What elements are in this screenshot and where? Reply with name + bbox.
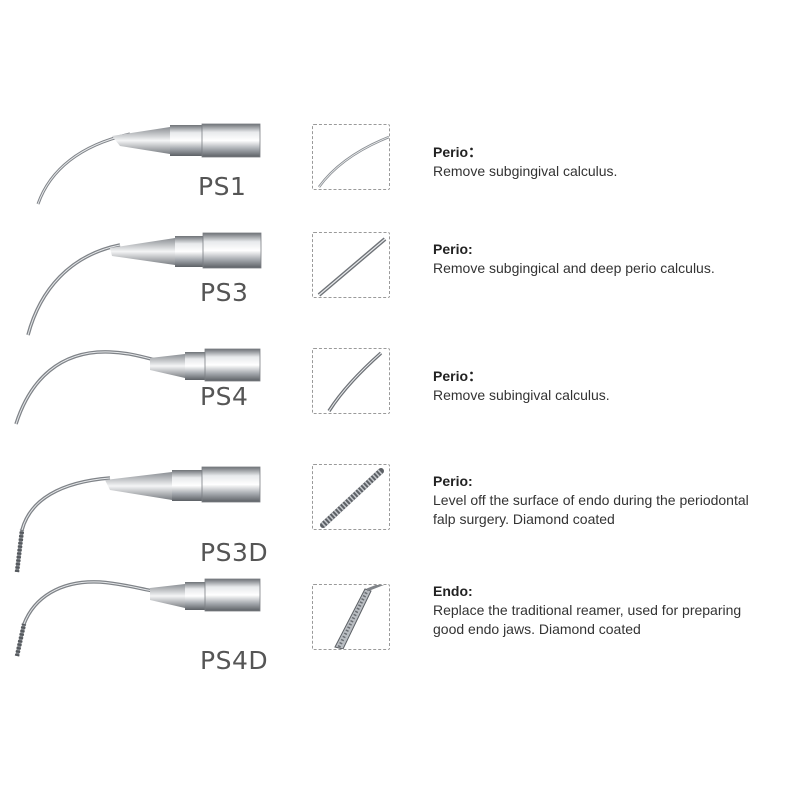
ps3-detail-icon: [317, 237, 387, 297]
tip-row-ps4: PS4 Perio： Remove subingival calculus.: [0, 340, 800, 450]
tip-row-ps1: PS1 Perio： Remove subgingival calculus.: [0, 110, 800, 220]
ps4d-detail-icon: [334, 585, 384, 649]
ps1-description: Perio： Remove subgingival calculus.: [433, 143, 763, 181]
ps3d-detail-view: [312, 464, 390, 530]
ps1-description-text: Remove subgingival calculus.: [433, 163, 618, 179]
ps3d-description: Perio: Level off the surface of endo dur…: [433, 472, 763, 529]
tip-row-ps4d: PS4D Endo: Replace the traditional reame…: [0, 570, 800, 680]
tip-code-ps3: PS3: [200, 278, 249, 307]
ps3d-tip-image: [14, 466, 261, 573]
ps3d-description-text: Level off the surface of endo during the…: [433, 492, 749, 527]
ps4d-detail-view: [312, 584, 390, 650]
ps4-description: Perio： Remove subingival calculus.: [433, 367, 763, 405]
ps4d-description-text: Replace the traditional reamer, used for…: [433, 602, 742, 637]
ps4d-category: Endo:: [433, 583, 473, 599]
ps3d-category: Perio:: [433, 473, 473, 489]
ps3-description-text: Remove subgingical and deep perio calcul…: [433, 260, 715, 276]
ps4d-tip-image: [14, 578, 261, 657]
ps4d-description: Endo: Replace the traditional reamer, us…: [433, 582, 763, 639]
ps3d-detail-icon: [320, 468, 384, 528]
ps1-detail-icon: [317, 135, 389, 188]
ps3-category: Perio:: [433, 241, 473, 257]
tip-row-ps3: PS3 Perio: Remove subgingical and deep p…: [0, 220, 800, 336]
ps3-description: Perio: Remove subgingical and deep perio…: [433, 240, 763, 278]
ps1-detail-view: [312, 124, 390, 190]
ps1-category: Perio：: [433, 144, 483, 160]
ps1-tip-image: [36, 123, 261, 205]
tip-row-ps3d: PS3D Perio: Level off the surface of end…: [0, 460, 800, 573]
tip-code-ps3d: PS3D: [200, 538, 269, 567]
ps4-detail-view: [312, 348, 390, 414]
tip-code-ps4d: PS4D: [200, 646, 269, 675]
ps3-tip-image: [26, 232, 262, 336]
ps4-tip-image: [14, 348, 261, 425]
tip-code-ps4: PS4: [200, 382, 249, 411]
ps3-detail-view: [312, 232, 390, 298]
ps4-detail-icon: [327, 351, 383, 412]
tip-code-ps1: PS1: [198, 172, 247, 201]
ps4-description-text: Remove subingival calculus.: [433, 387, 610, 403]
ps4-category: Perio：: [433, 368, 483, 384]
